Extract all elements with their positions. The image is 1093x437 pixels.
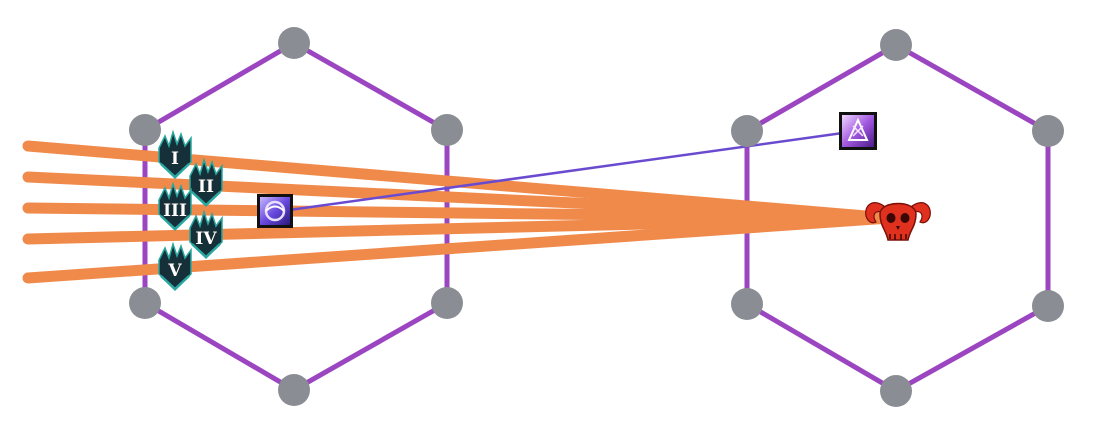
vertex-node [1032,290,1064,322]
beam-line [22,212,896,245]
vertex-node [129,114,161,146]
marker-label: IV [195,229,217,249]
vertex-node [278,27,310,59]
vertex-node [1032,115,1064,147]
vertex-node [278,374,310,406]
vertex-node [431,287,463,319]
purple-orb-icon [257,194,293,228]
marker-label: V [167,261,182,281]
marker-label: III [163,201,187,221]
demon-skull-icon [865,202,931,241]
vertex-node [731,288,763,320]
vertex-node [731,115,763,147]
purple-crystal-icon [839,112,877,150]
beam-group [22,140,896,284]
marker-label: I [171,149,179,169]
player-markers: I II III IV V [158,129,223,292]
flame-marker-icon: II [189,157,223,208]
hexagon-vertices [129,27,1064,407]
vertex-node [880,29,912,61]
vertex-node [129,287,161,319]
tether-line [274,129,858,214]
vertex-node [880,375,912,407]
vertex-node [431,114,463,146]
flame-marker-icon: III [158,181,192,232]
flame-marker-icon: I [158,129,192,180]
flame-marker-icon: IV [189,209,223,260]
flame-marker-icon: V [158,241,192,292]
marker-label: II [198,177,214,197]
